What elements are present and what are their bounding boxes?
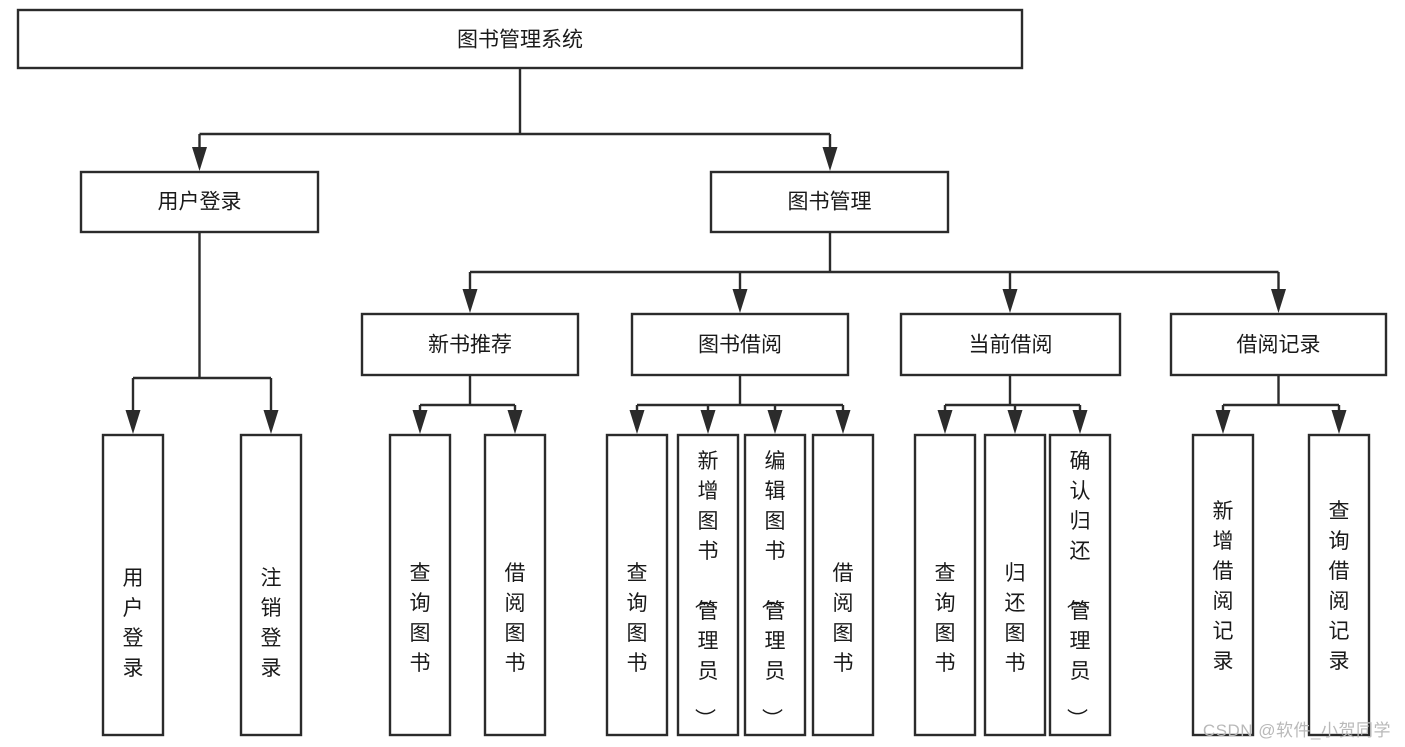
- leaf-borrow-book-rec-box[interactable]: [483, 433, 547, 737]
- node-book-borrow-box[interactable]: [630, 312, 850, 377]
- node-book-management-box[interactable]: [709, 170, 950, 234]
- leaf-confirm-return-admin[interactable]: 确认归还（管理员）: [1048, 433, 1112, 737]
- arrowhead-user-login: [192, 147, 207, 171]
- node-book-borrow-label: 图书借阅: [698, 334, 782, 357]
- arrowhead-leaf-query-book-1: [412, 410, 428, 434]
- leaf-logout-label: 注销登录: [261, 567, 282, 680]
- leaf-borrow-book-rec[interactable]: 借阅图书: [483, 433, 547, 737]
- leaf-return-book-box[interactable]: [983, 433, 1047, 737]
- node-user-login[interactable]: 用户登录: [79, 170, 320, 234]
- node-book-management-label: 图书管理: [788, 191, 872, 214]
- leaf-query-borrow-record-box[interactable]: [1307, 433, 1371, 737]
- arrowhead-leaf-borrow-book-1: [507, 410, 523, 434]
- arrowhead-leaf-logout: [263, 410, 279, 434]
- leaf-query-book-current-box[interactable]: [913, 433, 977, 737]
- leaf-add-borrow-record[interactable]: 新增借阅记录: [1191, 433, 1255, 737]
- leaf-query-book-borrow[interactable]: 查询图书: [605, 433, 669, 737]
- arrowhead-leaf-query-book-2: [629, 410, 645, 434]
- csdn-watermark: CSDN @软件_小贺同学: [1202, 721, 1391, 740]
- leaf-add-borrow-record-label: 新增借阅记录: [1213, 500, 1234, 673]
- leaf-logout-box[interactable]: [239, 433, 303, 737]
- leaf-logout[interactable]: 注销登录: [239, 433, 303, 737]
- leaf-add-book-admin-box[interactable]: [676, 433, 740, 737]
- node-user-login-label: 用户登录: [158, 191, 242, 214]
- leaf-query-book-rec[interactable]: 查询图书: [388, 433, 452, 737]
- leaf-borrow-book-borrow-box[interactable]: [811, 433, 875, 737]
- node-new-book-recommend-label: 新书推荐: [428, 334, 512, 357]
- node-new-book-recommend-box[interactable]: [360, 312, 580, 377]
- arrowhead-leaf-return-book: [1007, 410, 1023, 434]
- leaf-query-book-current-label: 查询图书: [935, 562, 956, 675]
- arrowhead-book-borrow: [732, 289, 748, 313]
- arrowhead-borrow-record: [1271, 289, 1286, 313]
- leaf-edit-book-admin[interactable]: 编辑图书（管理员）: [743, 433, 807, 737]
- arrowhead-leaf-edit-book: [767, 410, 783, 434]
- arrowhead-leaf-add-book: [700, 410, 716, 434]
- arrowhead-leaf-query-record: [1331, 410, 1347, 434]
- node-current-borrow-box[interactable]: [899, 312, 1122, 377]
- leaf-user-login-box[interactable]: [101, 433, 165, 737]
- leaf-user-login[interactable]: 用户登录: [101, 433, 165, 737]
- leaf-query-book-borrow-box[interactable]: [605, 433, 669, 737]
- leaf-query-borrow-record[interactable]: 查询借阅记录: [1307, 433, 1371, 737]
- leaf-add-book-admin-label: 新增图书（管理员）: [693, 450, 719, 729]
- leaf-borrow-book-borrow[interactable]: 借阅图书: [811, 433, 875, 737]
- node-book-borrow[interactable]: 图书借阅: [630, 312, 850, 377]
- arrowhead-leaf-user-login: [125, 410, 141, 434]
- leaf-confirm-return-admin-label: 确认归还（管理员）: [1065, 450, 1091, 729]
- leaf-confirm-return-admin-box[interactable]: [1048, 433, 1112, 737]
- node-current-borrow[interactable]: 当前借阅: [899, 312, 1122, 377]
- node-user-login-box[interactable]: [79, 170, 320, 234]
- node-root-system-box[interactable]: [16, 8, 1024, 70]
- leaf-edit-book-admin-label: 编辑图书（管理员）: [760, 450, 786, 729]
- leaf-borrow-book-borrow-label: 借阅图书: [833, 562, 854, 675]
- leaf-add-book-admin[interactable]: 新增图书（管理员）: [676, 433, 740, 737]
- leaf-query-book-borrow-label: 查询图书: [627, 562, 648, 675]
- arrowhead-leaf-add-record: [1215, 410, 1231, 434]
- node-current-borrow-label: 当前借阅: [969, 334, 1053, 357]
- node-book-management[interactable]: 图书管理: [709, 170, 950, 234]
- node-root-system[interactable]: 图书管理系统: [16, 8, 1024, 70]
- leaf-query-book-rec-label: 查询图书: [410, 562, 431, 675]
- node-root-system-label: 图书管理系统: [457, 29, 583, 52]
- leaf-query-borrow-record-label: 查询借阅记录: [1329, 500, 1350, 673]
- node-borrow-record[interactable]: 借阅记录: [1169, 312, 1388, 377]
- node-borrow-record-box[interactable]: [1169, 312, 1388, 377]
- arrowhead-leaf-query-book-3: [937, 410, 953, 434]
- arrowhead-current-borrow: [1002, 289, 1018, 313]
- leaf-add-borrow-record-box[interactable]: [1191, 433, 1255, 737]
- node-new-book-recommend[interactable]: 新书推荐: [360, 312, 580, 377]
- leaf-borrow-book-rec-label: 借阅图书: [505, 562, 526, 675]
- node-borrow-record-label: 借阅记录: [1237, 334, 1321, 357]
- arrowhead-new-book-rec: [462, 289, 478, 313]
- leaf-edit-book-admin-box[interactable]: [743, 433, 807, 737]
- leaf-return-book-label: 归还图书: [1005, 562, 1026, 675]
- leaf-query-book-rec-box[interactable]: [388, 433, 452, 737]
- leaf-query-book-current[interactable]: 查询图书: [913, 433, 977, 737]
- leaf-return-book[interactable]: 归还图书: [983, 433, 1047, 737]
- connector-layer: [125, 68, 1347, 434]
- arrowhead-leaf-confirm-return: [1072, 410, 1088, 434]
- arrowhead-leaf-borrow-book-2: [835, 410, 851, 434]
- arrowhead-book-mgmt: [822, 147, 838, 171]
- leaf-user-login-label: 用户登录: [123, 567, 144, 680]
- node-layer: 图书管理系统 用户登录 图书管理 新书推荐 图书借阅 当前: [16, 8, 1388, 737]
